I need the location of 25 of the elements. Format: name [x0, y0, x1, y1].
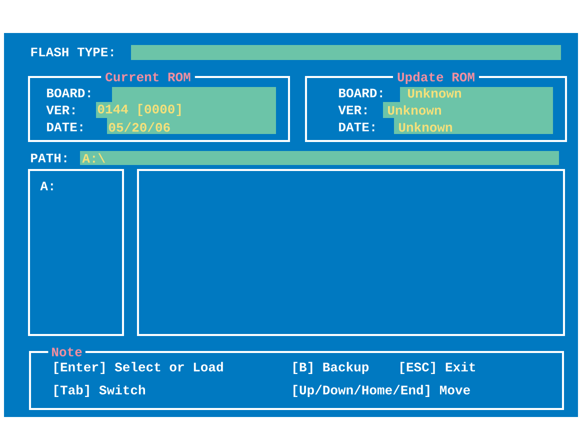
file-list-panel — [137, 169, 565, 336]
field-label: BOARD: — [47, 88, 90, 98]
field-label: PATH: — [31, 154, 66, 162]
key-hint: [Tab] Switch — [54, 384, 146, 398]
field-label: DATE: — [47, 122, 82, 132]
field-label: FLASH TYPE: — [31, 48, 114, 56]
field-value: Unknown — [399, 122, 452, 132]
frame-title: Note — [48, 348, 86, 356]
field-label: BOARD: — [339, 88, 382, 98]
field-label: VER: — [338, 106, 366, 114]
key-hint: [B] Backup — [294, 362, 369, 374]
key-hint: [Enter] Select or Load — [54, 362, 223, 374]
field-value: 05/20/06 — [108, 122, 170, 132]
frame-title: Update ROM — [393, 72, 479, 84]
field-label: DATE: — [339, 122, 374, 132]
field-label: A: — [40, 182, 53, 190]
field-value: A:\ — [82, 153, 106, 163]
field-label: VER: — [46, 106, 74, 114]
field-value: 0144 [0000] — [98, 104, 181, 116]
key-hint: [ESC] Exit — [400, 362, 475, 374]
key-hint: [Up/Down/Home/End] Move — [294, 384, 470, 398]
frame-title: Current ROM — [101, 72, 195, 82]
field-value: Unknown — [388, 105, 441, 115]
field-value: Unknown — [408, 88, 461, 98]
file-list-panel — [28, 169, 124, 336]
